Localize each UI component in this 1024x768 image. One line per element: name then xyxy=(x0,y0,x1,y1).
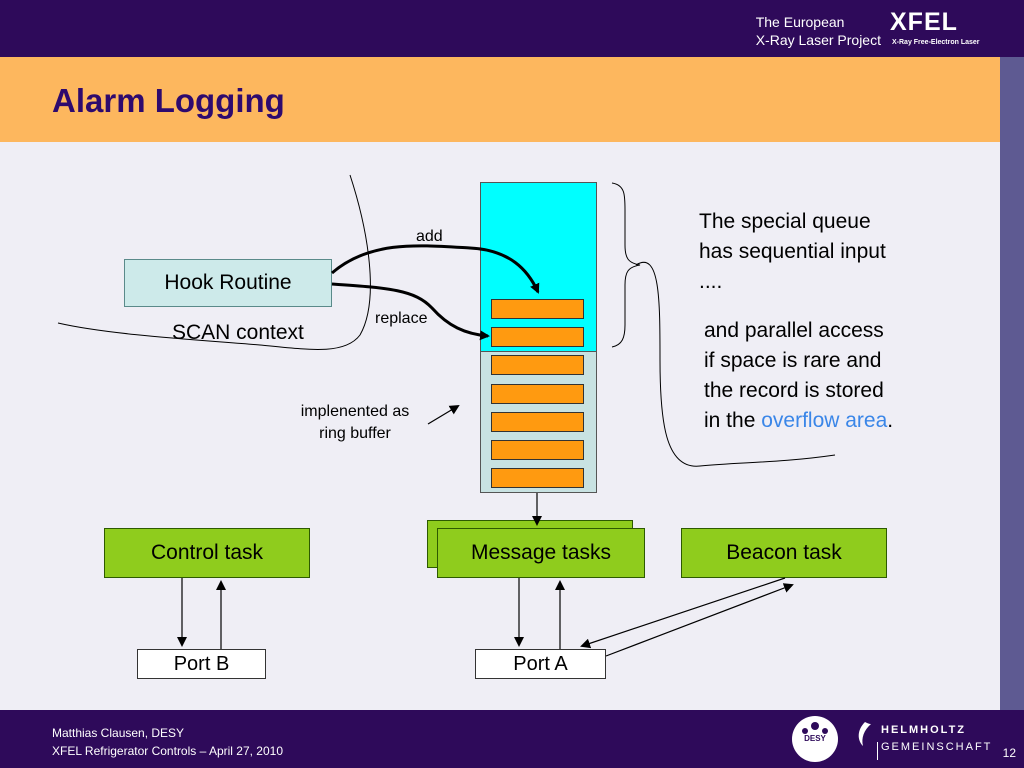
queue-slot xyxy=(491,412,584,432)
ring-buffer-label: implenented as ring buffer xyxy=(282,401,428,445)
description-line: .... xyxy=(699,270,723,293)
brand-line-1: The European xyxy=(755,14,845,30)
overflow-area-highlight: overflow area xyxy=(761,409,888,432)
description-line: if space is rare and xyxy=(704,349,882,372)
queue-slot xyxy=(491,327,584,347)
parallel-access-description: and parallel access if space is rare and… xyxy=(704,316,964,436)
description-line: in the overflow area. xyxy=(704,406,964,436)
helmholtz-logo: HELMHOLTZ GEMEINSCHAFT xyxy=(855,720,995,760)
footer-author: Matthias Clausen, DESY xyxy=(52,726,185,740)
footer-text: Matthias Clausen, DESY XFEL Refrigerator… xyxy=(52,724,283,760)
brand-line-2: X-Ray Laser Project xyxy=(755,32,881,48)
right-stripe xyxy=(1000,57,1024,710)
description-line: and parallel access xyxy=(704,319,884,342)
top-bar xyxy=(0,0,1024,57)
xfel-logo: XFEL X-Ray Free-Electron Laser xyxy=(890,8,1010,50)
message-tasks-box: Message tasks xyxy=(437,528,645,578)
footer-bar xyxy=(0,710,1024,768)
helmholtz-leaf-icon xyxy=(858,722,871,746)
slide-title: Alarm Logging xyxy=(52,82,285,119)
description-line: the record is stored xyxy=(704,379,884,402)
hook-routine-box: Hook Routine xyxy=(124,259,332,307)
desy-logo-icon xyxy=(802,722,828,734)
queue-slot xyxy=(491,355,584,375)
desy-logo: DESY xyxy=(792,716,838,762)
queue-slot xyxy=(491,299,584,319)
queue-slot xyxy=(491,440,584,460)
title-bar xyxy=(0,57,1000,142)
helmholtz-line-2: GEMEINSCHAFT xyxy=(881,741,993,753)
port-a-box: Port A xyxy=(475,649,606,679)
xfel-logo-subtitle: X-Ray Free-Electron Laser xyxy=(892,39,980,46)
queue-slot xyxy=(491,468,584,488)
description-line: has sequential input xyxy=(699,240,886,263)
xfel-logo-text: XFEL xyxy=(890,8,958,36)
queue-slot xyxy=(491,384,584,404)
brand-text: The European X-Ray Laser Project xyxy=(756,13,881,49)
helmholtz-line-1: HELMHOLTZ xyxy=(881,724,967,736)
control-task-box: Control task xyxy=(104,528,310,578)
sequential-input-description: The special queue has sequential input .… xyxy=(699,207,959,297)
ring-buffer-label-line-1: implenented as xyxy=(300,403,410,420)
replace-label: replace xyxy=(375,310,428,327)
ring-buffer-label-line-2: ring buffer xyxy=(319,425,391,442)
footer-talk: XFEL Refrigerator Controls – April 27, 2… xyxy=(52,744,284,758)
port-b-box: Port B xyxy=(137,649,266,679)
scan-context-label: SCAN context xyxy=(172,321,304,344)
description-line: The special queue xyxy=(699,210,871,233)
beacon-task-box: Beacon task xyxy=(681,528,887,578)
helmholtz-divider xyxy=(877,742,878,760)
desy-logo-text: DESY xyxy=(804,734,826,743)
description-suffix: . xyxy=(887,409,894,432)
page-number: 12 xyxy=(1002,746,1016,760)
description-prefix: in the xyxy=(704,409,762,432)
add-label: add xyxy=(416,228,443,245)
